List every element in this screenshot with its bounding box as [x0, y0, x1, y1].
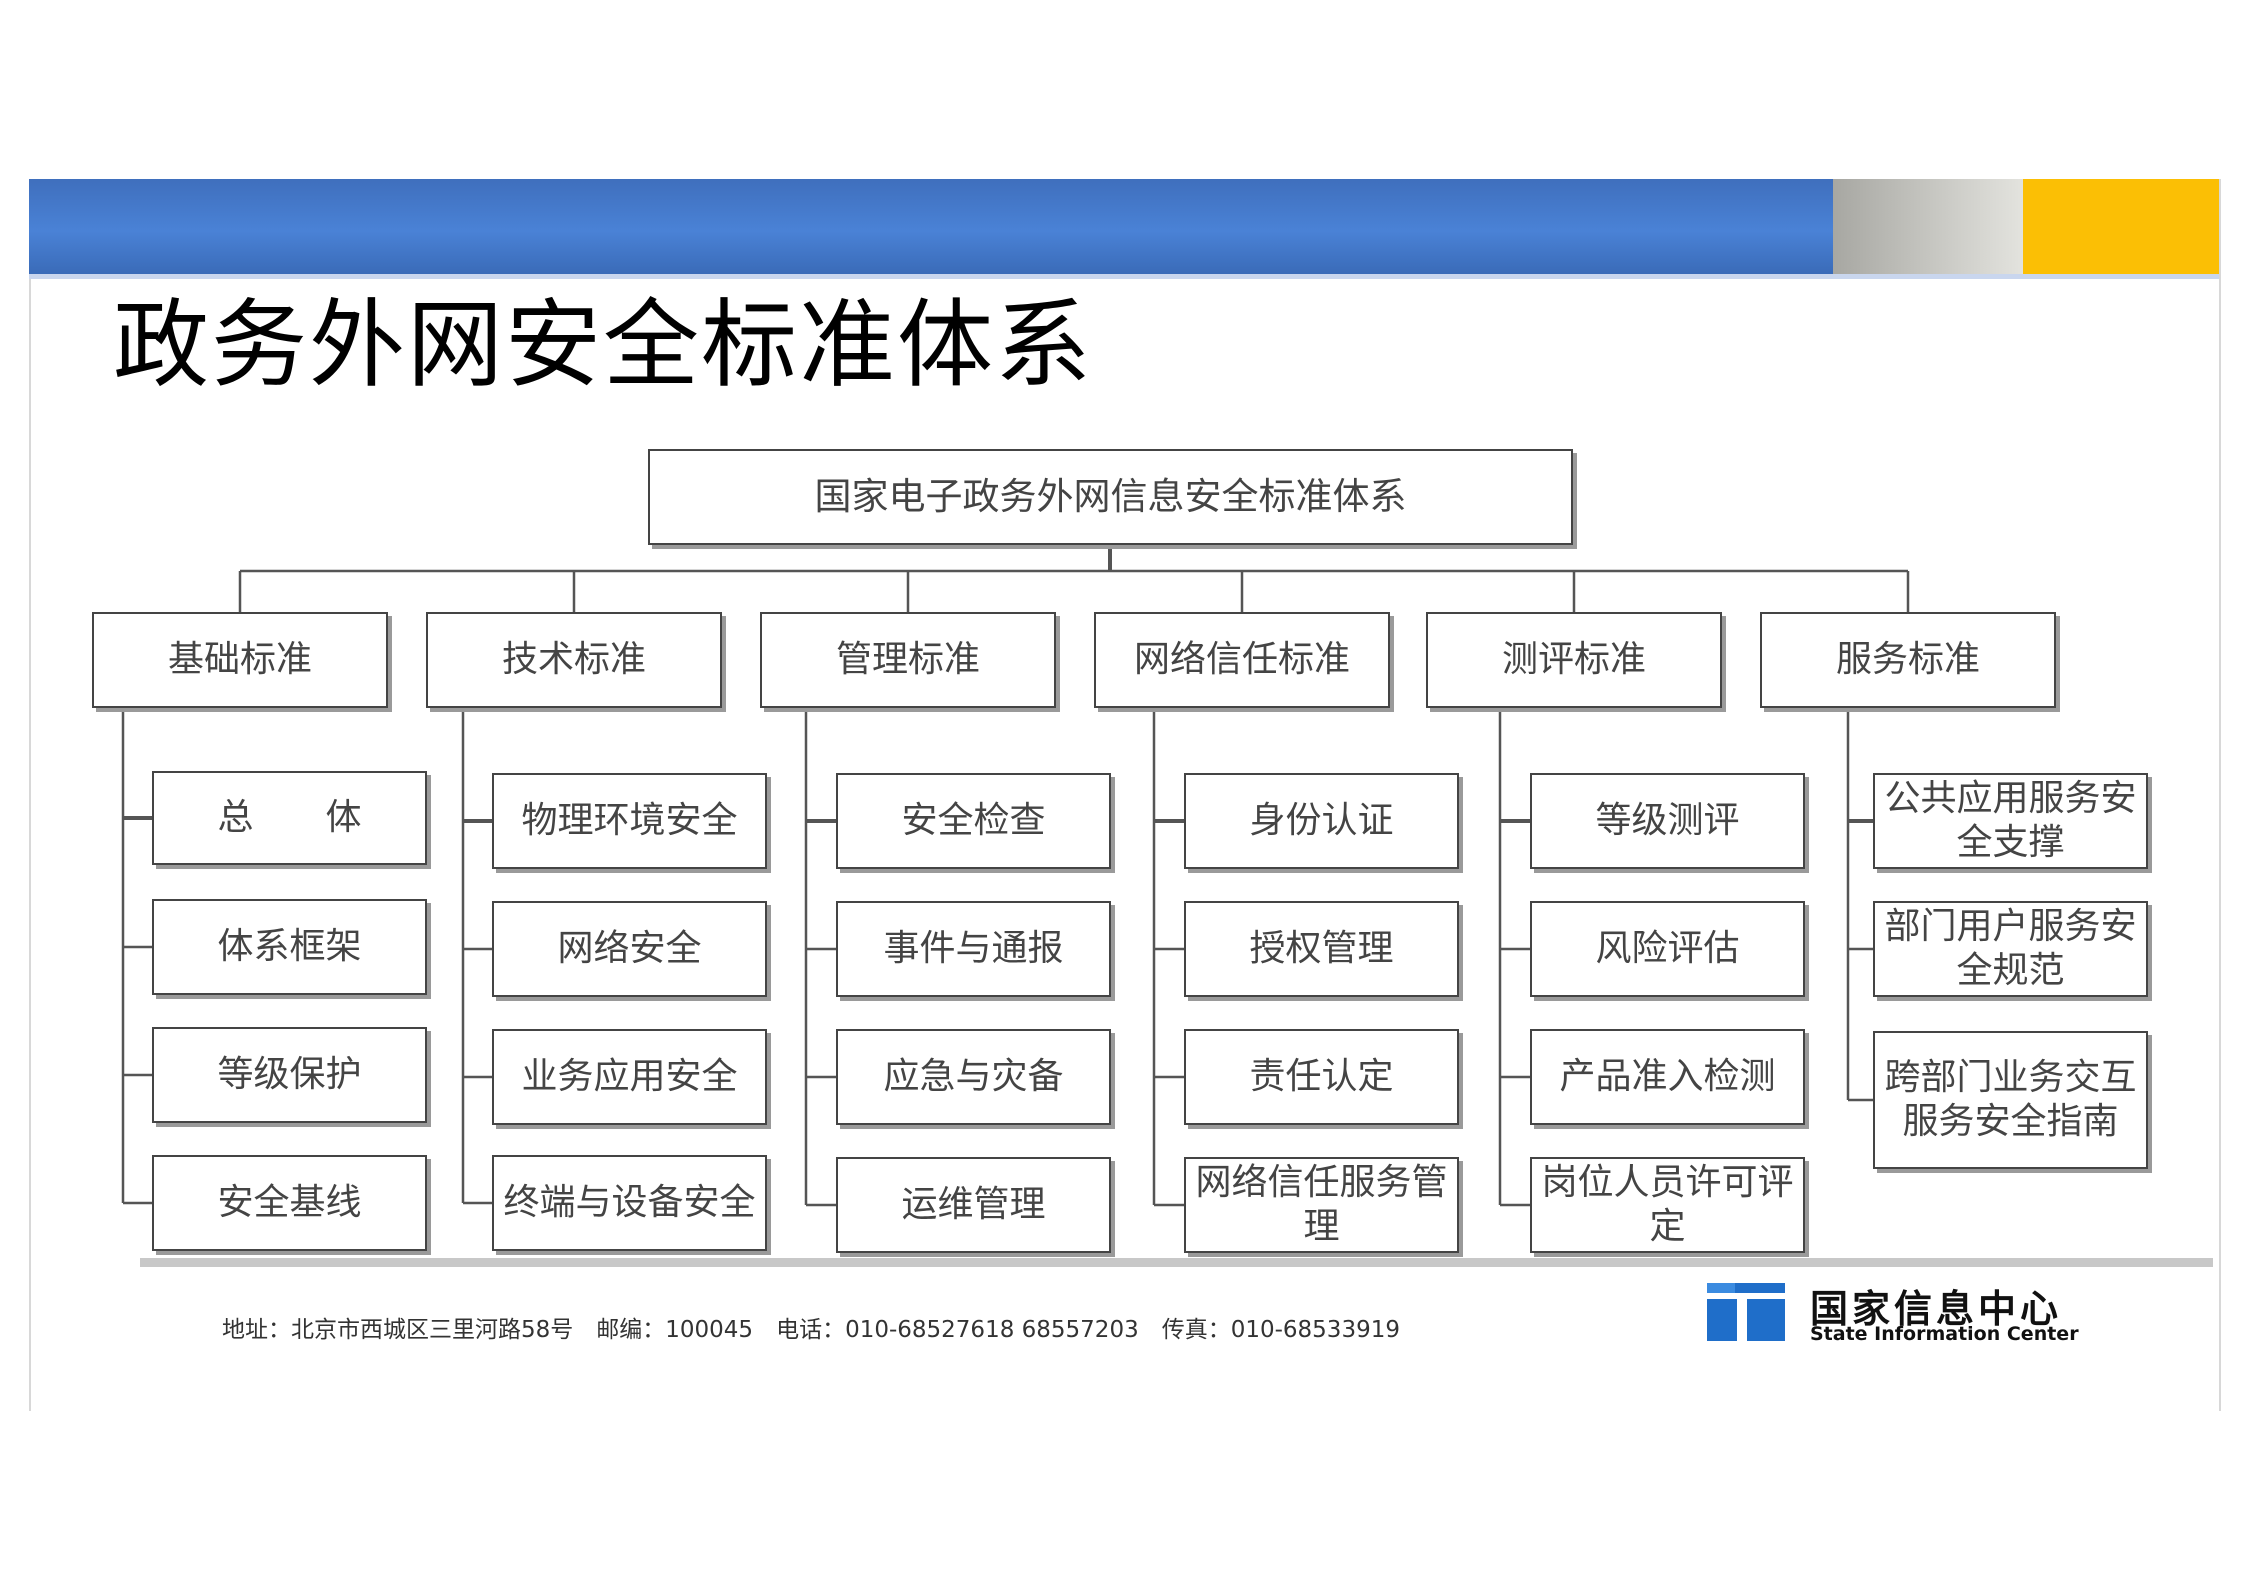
- standard-item-node: 应急与灾备: [836, 1029, 1111, 1125]
- standard-item-node: 责任认定: [1184, 1029, 1459, 1125]
- category-node-label: 基础标准: [167, 639, 312, 680]
- standard-item-node: 等级测评: [1530, 773, 1805, 869]
- standard-item-node: 等级保护: [152, 1027, 427, 1123]
- category-node: 基础标准: [92, 612, 388, 708]
- standard-item-node: 安全检查: [836, 773, 1111, 869]
- standard-item-label: 授权管理: [1249, 928, 1394, 969]
- category-node-label: 技术标准: [501, 639, 646, 680]
- header-accent-block: [2023, 179, 2219, 274]
- standard-item-node: 业务应用安全: [492, 1029, 767, 1125]
- standard-item-label: 公共应用服务安全支撑: [1884, 778, 2137, 863]
- standard-item-label: 跨部门业务交互服务安全指南: [1884, 1057, 2137, 1142]
- standard-item-node: 跨部门业务交互服务安全指南: [1873, 1031, 2148, 1169]
- footer-address: 地址：北京市西城区三里河路58号 邮编：100045 电话：010-685276…: [222, 1317, 1400, 1343]
- standard-item-node: 风险评估: [1530, 901, 1805, 997]
- category-node: 管理标准: [760, 612, 1056, 708]
- standard-item-label: 总 体: [217, 797, 362, 838]
- state-information-center-logo-icon: [1707, 1283, 1785, 1341]
- standard-item-node: 总 体: [152, 771, 427, 865]
- standard-item-label: 终端与设备安全: [503, 1182, 756, 1223]
- category-node: 服务标准: [1760, 612, 2056, 708]
- standard-item-node: 部门用户服务安全规范: [1873, 901, 2148, 997]
- org-name-english: State Information Center: [1810, 1323, 2079, 1345]
- standard-item-label: 责任认定: [1249, 1056, 1394, 1097]
- standard-item-node: 产品准入检测: [1530, 1029, 1805, 1125]
- standard-item-label: 产品准入检测: [1559, 1056, 1776, 1097]
- standard-item-label: 等级保护: [217, 1054, 362, 1095]
- category-node: 网络信任标准: [1094, 612, 1390, 708]
- category-node-label: 网络信任标准: [1133, 639, 1350, 680]
- standard-item-label: 网络安全: [557, 928, 702, 969]
- standard-item-label: 安全基线: [217, 1182, 362, 1223]
- standard-item-node: 物理环境安全: [492, 773, 767, 869]
- standard-item-label: 运维管理: [901, 1184, 1046, 1225]
- standard-item-node: 运维管理: [836, 1157, 1111, 1253]
- category-node-label: 管理标准: [835, 639, 980, 680]
- org-name: 国家信息中心: [1810, 1286, 2063, 1331]
- category-node: 技术标准: [426, 612, 722, 708]
- standard-item-label: 岗位人员许可评定: [1541, 1162, 1794, 1247]
- standard-item-node: 身份认证: [1184, 773, 1459, 869]
- standard-item-label: 安全检查: [901, 800, 1046, 841]
- standard-item-node: 公共应用服务安全支撑: [1873, 773, 2148, 869]
- standard-item-node: 体系框架: [152, 899, 427, 995]
- standard-item-node: 事件与通报: [836, 901, 1111, 997]
- standard-item-label: 物理环境安全: [521, 800, 738, 841]
- category-node: 测评标准: [1426, 612, 1722, 708]
- standard-item-label: 风险评估: [1595, 928, 1740, 969]
- root-node-label: 国家电子政务外网信息安全标准体系: [814, 475, 1407, 518]
- standard-item-node: 网络信任服务管理: [1184, 1157, 1459, 1253]
- standard-item-node: 终端与设备安全: [492, 1155, 767, 1251]
- header-divider: [29, 274, 2219, 279]
- standard-item-node: 安全基线: [152, 1155, 427, 1251]
- standard-item-node: 岗位人员许可评定: [1530, 1157, 1805, 1253]
- category-node-label: 测评标准: [1501, 639, 1646, 680]
- standard-item-label: 网络信任服务管理: [1195, 1162, 1448, 1247]
- standard-item-label: 应急与灾备: [883, 1056, 1064, 1097]
- page-title: 政务外网安全标准体系: [113, 289, 1093, 401]
- header-gradient-block: [1833, 179, 2023, 274]
- standard-item-node: 授权管理: [1184, 901, 1459, 997]
- standard-item-label: 业务应用安全: [521, 1056, 738, 1097]
- standard-item-label: 等级测评: [1595, 800, 1740, 841]
- standard-item-label: 事件与通报: [883, 928, 1064, 969]
- standard-item-node: 网络安全: [492, 901, 767, 997]
- standard-item-label: 身份认证: [1249, 800, 1394, 841]
- standard-item-label: 部门用户服务安全规范: [1884, 906, 2137, 991]
- category-node-label: 服务标准: [1835, 639, 1980, 680]
- standard-item-label: 体系框架: [217, 926, 362, 967]
- footer-divider: [140, 1258, 2213, 1267]
- root-node: 国家电子政务外网信息安全标准体系: [648, 449, 1573, 545]
